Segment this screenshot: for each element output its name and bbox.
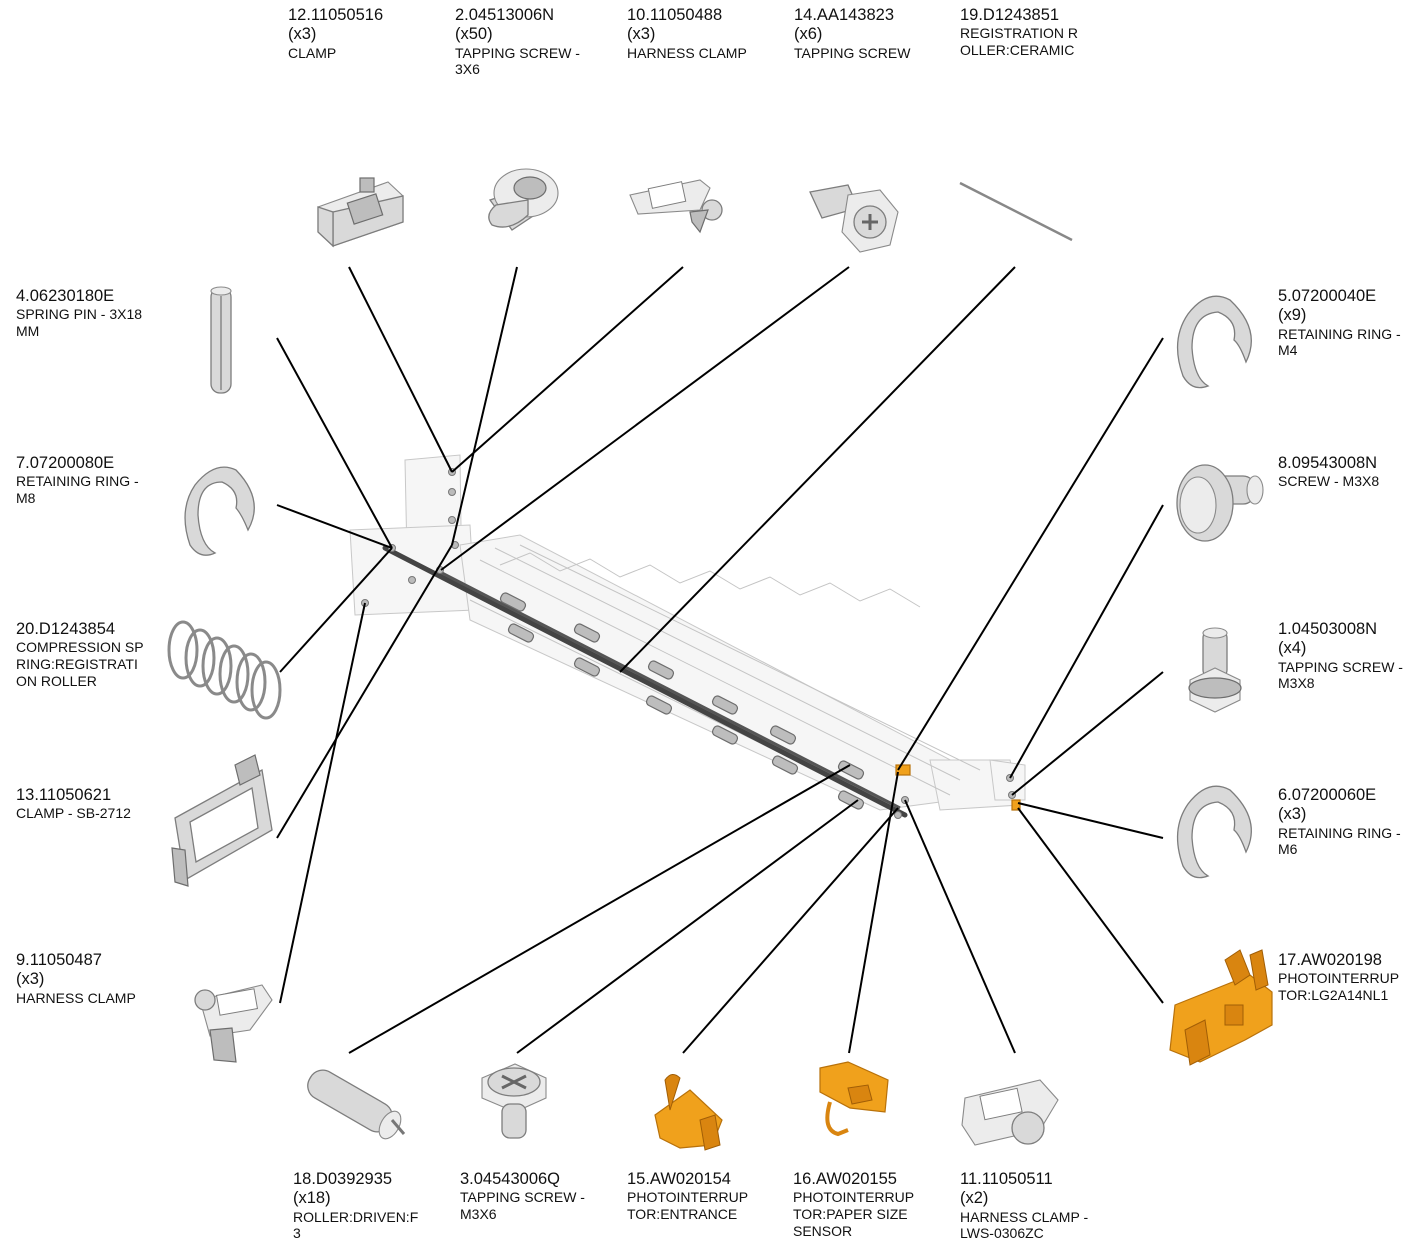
part-label-2: 2.04513006N (x50) TAPPING SCREW - 3X6 [455, 6, 580, 78]
part-number: 7.07200080E [16, 454, 115, 472]
part-label-1: 1.04503008N (x4) TAPPING SCREW - M3X8 [1278, 620, 1403, 692]
part-description: SPRING PIN - 3X18 MM [16, 306, 143, 339]
driven-roller-part-icon [307, 1069, 406, 1140]
part-description: CLAMP [288, 44, 337, 61]
part-quantity: (x3) [288, 25, 317, 44]
clamp-part-icon [317, 177, 404, 248]
part-number: 5.07200040E [1278, 287, 1377, 305]
part-number: 4.06230180E [16, 287, 115, 305]
spring-pin-part-icon [210, 286, 232, 394]
part-number: 17.AW020198 [1278, 951, 1382, 969]
part-quantity: (x9) [1278, 306, 1307, 325]
part-number: 18.D0392935 [293, 1170, 393, 1188]
part-description: TAPPING SCREW - M3X6 [460, 1189, 585, 1222]
leader-lines [276, 266, 1164, 1054]
part-description: PHOTOINTERRUP TOR:LG2A14NL1 [1278, 970, 1400, 1003]
part-description: TAPPING SCREW - 3X6 [455, 44, 580, 78]
part-number: 20.D1243854 [16, 620, 116, 638]
part-number: 16.AW020155 [793, 1170, 897, 1188]
part-number: 13.11050621 [16, 786, 112, 804]
part-quantity: (x6) [794, 25, 823, 44]
harness-clamp-part-icon [629, 179, 723, 234]
retaining-ring-m6-part-icon [1176, 785, 1252, 879]
part-quantity: (x3) [1278, 805, 1307, 824]
part-label-7: 7.07200080E RETAINING RING - M8 [16, 454, 139, 507]
part-label-16: 16.AW020155 PHOTOINTERRUP TOR:PAPER SIZE… [793, 1170, 914, 1239]
part-label-10: 10.11050488 (x3) HARNESS CLAMP [627, 6, 747, 61]
part-number: 9.11050487 [16, 951, 102, 969]
driven-rollers [499, 592, 865, 810]
part-label-5: 5.07200040E (x9) RETAINING RING - M4 [1278, 287, 1401, 359]
part-label-15: 15.AW020154 PHOTOINTERRUP TOR:ENTRANCE [627, 1170, 748, 1223]
clamp-sb-part-icon [171, 754, 273, 887]
part-number: 11.11050511 [960, 1170, 1053, 1188]
part-label-12: 12.11050516 (x3) CLAMP [288, 6, 383, 61]
retaining-ring-m8-part-icon [184, 466, 255, 556]
part-label-4: 4.06230180E SPRING PIN - 3X18 MM [16, 287, 142, 340]
registration-assembly [349, 454, 1026, 819]
part-number: 15.AW020154 [627, 1170, 731, 1188]
photointerrupter-paper-size-part-icon [819, 1061, 889, 1137]
part-description: HARNESS CLAMP [16, 989, 136, 1006]
part-description: RETAINING RING - M6 [1278, 824, 1401, 858]
part-description: COMPRESSION SP RING:REGISTRATI ON ROLLER [16, 639, 144, 689]
part-description: RETAINING RING - M4 [1278, 325, 1401, 359]
part-label-18: 18.D0392935 (x18) ROLLER:DRIVEN:F 3 [293, 1170, 418, 1242]
part-description: REGISTRATION R OLLER:CERAMIC [960, 25, 1078, 58]
photointerrupter-lg2a14nl1-part-icon [1169, 949, 1273, 1066]
screw-m3x8-part-icon [1176, 464, 1264, 542]
part-label-3: 3.04543006Q TAPPING SCREW - M3X6 [460, 1170, 585, 1223]
tapping-screw-m3x6-part-icon [481, 1063, 547, 1139]
tapping-screw-part-icon [488, 168, 559, 231]
part-number: 1.04503008N [1278, 620, 1378, 638]
photointerrupter-entrance-part-icon [654, 1074, 723, 1151]
part-label-19: 19.D1243851 REGISTRATION R OLLER:CERAMIC [960, 6, 1078, 59]
harness-clamp-lws-part-icon [961, 1079, 1059, 1146]
part-quantity: (x2) [960, 1189, 989, 1208]
part-label-6: 6.07200060E (x3) RETAINING RING - M6 [1278, 786, 1401, 858]
part-label-17: 17.AW020198 PHOTOINTERRUP TOR:LG2A14NL1 [1278, 951, 1399, 1004]
part-description: RETAINING RING - M8 [16, 473, 139, 506]
part-number: 8.09543008N [1278, 454, 1378, 472]
part-description: TAPPING SCREW [794, 44, 911, 61]
part-description: HARNESS CLAMP - LWS-0306ZC [960, 1208, 1089, 1242]
part-label-14: 14.AA143823 (x6) TAPPING SCREW [794, 6, 910, 61]
part-quantity: (x3) [627, 25, 656, 44]
part-number: 10.11050488 [627, 6, 723, 24]
part-label-11: 11.11050511 (x2) HARNESS CLAMP - LWS-030… [960, 1170, 1088, 1242]
part-description: ROLLER:DRIVEN:F 3 [293, 1208, 419, 1242]
part-number: 2.04513006N [455, 6, 555, 24]
harness-clamp-9-part-icon [194, 984, 273, 1063]
part-description: CLAMP - SB-2712 [16, 805, 131, 822]
tapping-screw-m3x8-part-icon [1188, 627, 1242, 713]
retaining-ring-m4-part-icon [1176, 295, 1252, 389]
tapping-screw-hex-part-icon [809, 184, 899, 253]
part-label-8: 8.09543008N SCREW - M3X8 [1278, 454, 1379, 490]
part-quantity: (x50) [455, 25, 493, 44]
part-number: 6.07200060E [1278, 786, 1377, 804]
part-quantity: (x4) [1278, 639, 1307, 658]
part-quantity: (x3) [16, 970, 45, 989]
compression-spring-part-icon [167, 620, 282, 720]
part-number: 3.04543006Q [460, 1170, 561, 1188]
part-description: PHOTOINTERRUP TOR:PAPER SIZE SENSOR [793, 1189, 915, 1239]
part-description: HARNESS CLAMP [627, 44, 747, 61]
part-description: SCREW - M3X8 [1278, 473, 1380, 490]
part-quantity: (x18) [293, 1189, 331, 1208]
registration-roller-part-icon [959, 181, 1073, 242]
part-label-20: 20.D1243854 COMPRESSION SP RING:REGISTRA… [16, 620, 144, 689]
part-description: TAPPING SCREW - M3X8 [1278, 658, 1403, 692]
part-label-9: 9.11050487 (x3) HARNESS CLAMP [16, 951, 136, 1006]
part-number: 19.D1243851 [960, 6, 1060, 24]
part-number: 14.AA143823 [794, 6, 895, 24]
part-number: 12.11050516 [288, 6, 384, 24]
part-description: PHOTOINTERRUP TOR:ENTRANCE [627, 1189, 749, 1222]
part-label-13: 13.11050621 CLAMP - SB-2712 [16, 786, 131, 822]
